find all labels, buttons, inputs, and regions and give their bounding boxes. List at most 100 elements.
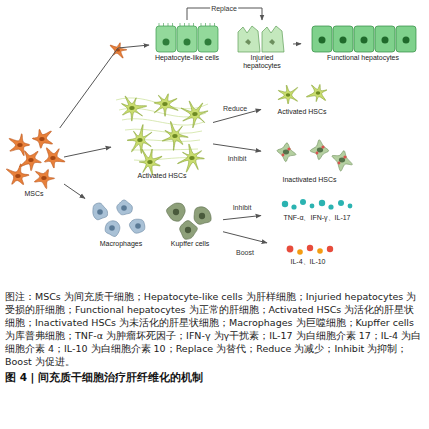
inactivated-hsc-body: [310, 140, 328, 160]
microvillus: [163, 23, 164, 26]
hepatocyte-like-cell: [156, 26, 176, 52]
cell-group: Inactivated HSCs: [261, 132, 358, 185]
cytokine-dot: [300, 199, 306, 205]
cell-label: Macrophages: [86, 240, 156, 248]
activated-hsc: [154, 94, 178, 117]
macrophage-body: [129, 219, 144, 233]
macrophage-nucleus: [109, 225, 115, 231]
kupffer-cell-body: [166, 203, 185, 221]
microvillus: [214, 23, 215, 26]
msc-cell-nucleus: [28, 158, 33, 162]
edge-label: Boost: [235, 249, 255, 256]
cell-label: Functional hepatocytes: [302, 54, 424, 62]
cytokine-dot: [317, 248, 323, 254]
macrophage-body: [117, 200, 133, 215]
macrophage-nucleus: [121, 205, 127, 211]
cytokine-dot: [307, 245, 313, 251]
microvillus: [201, 23, 202, 26]
cell-group: Activated HSCs: [111, 92, 213, 181]
edge-label: Inhibit: [232, 204, 253, 211]
msc-cell-nucleus: [50, 156, 55, 160]
broken-nucleus: [245, 39, 251, 45]
msc-cell-nucleus: [41, 176, 46, 180]
msc-cell: [19, 151, 41, 171]
cell-label: TNF-α、IFN-γ、IL-17: [262, 214, 372, 222]
activated-hsc-body: [139, 149, 162, 175]
macrophage-body: [105, 221, 120, 237]
msc-cell-body: [34, 169, 54, 188]
hepatocyte-like-cell: [177, 26, 197, 52]
activated-hsc-body: [154, 94, 178, 117]
lipid-droplet: [287, 147, 290, 150]
kupffer-cell: [180, 221, 198, 240]
msc-cell: [32, 129, 52, 148]
edge-label: Reduce: [222, 105, 248, 112]
arrow-connector: [223, 232, 267, 243]
kupffer-cell-nucleus: [185, 227, 191, 233]
cell-label: MSCs: [5, 190, 63, 198]
cell-group: Injuried hepatocytes: [231, 20, 293, 70]
microvillus: [210, 23, 211, 26]
msc-cell: [6, 164, 29, 185]
arrow-connector: [60, 45, 149, 128]
inactivated-hsc: [277, 143, 296, 162]
cytokine-dot: [319, 200, 325, 206]
cytokine-dot: [338, 200, 344, 206]
activated-hsc-nucleus: [162, 102, 167, 106]
activated-hsc-nucleus: [286, 93, 291, 97]
arrow-connector: [293, 43, 301, 44]
microvillus: [205, 23, 206, 26]
macrophage-body: [93, 203, 108, 220]
injured-hepatocyte: [238, 26, 260, 52]
microvillus: [184, 23, 185, 26]
functional-hepatocyte: [354, 26, 374, 52]
msc-cell: [44, 148, 65, 168]
functional-hepatocyte: [375, 26, 395, 52]
figure-caption: 图注：MSCs 为间充质干细胞；Hepatocyte-like cells 为肝…: [5, 290, 424, 368]
macrophage-nucleus: [97, 209, 103, 215]
inactivated-hsc-body: [277, 143, 296, 162]
cell-group: Activated HSCs: [261, 80, 343, 117]
cell-label: Hepatocyte-like cells: [150, 54, 224, 62]
activated-hsc-nucleus: [192, 112, 197, 116]
microvillus: [159, 23, 160, 26]
activated-hsc-body: [181, 101, 208, 128]
arrow-connector: [64, 184, 85, 198]
kupffer-cell-body: [194, 207, 211, 225]
activated-hsc: [162, 121, 188, 150]
lipid-droplet: [338, 162, 341, 165]
macrophage: [93, 203, 108, 220]
msc-cell-body: [19, 151, 41, 171]
msc-cell-nucleus: [17, 143, 22, 147]
activated-hsc: [139, 149, 162, 175]
cell-group: IL-4、IL-10: [267, 240, 349, 267]
msc-cell-nucleus: [39, 137, 44, 141]
macrophage: [117, 200, 133, 215]
cytokine-dot: [297, 249, 303, 255]
activated-hsc: [122, 96, 147, 121]
hepatocyte-like-cell: [198, 26, 218, 52]
activated-hsc: [306, 84, 327, 101]
text-flow: 图注：MSCs 为间充质干细胞；Hepatocyte-like cells 为肝…: [5, 290, 424, 385]
cytokine-dot: [327, 246, 333, 252]
cell-nucleus: [319, 37, 326, 44]
cell-nucleus: [403, 37, 410, 44]
msc-cell-body: [44, 148, 65, 168]
msc-cell-nucleus: [15, 174, 20, 178]
cytokine-dot: [348, 204, 353, 209]
msc-cell-body: [32, 129, 52, 148]
lipid-droplet: [316, 152, 319, 155]
activated-hsc: [278, 85, 298, 104]
msc-cell: [34, 169, 54, 188]
kupffer-cell: [166, 203, 185, 221]
kupffer-cell: [194, 207, 211, 225]
microvillus: [193, 23, 194, 26]
edge-label: Inhibit: [227, 155, 248, 162]
cell-group: Kupffer cells: [157, 198, 223, 249]
collagen-fibre: [125, 129, 202, 133]
arrow-connector: [223, 216, 261, 220]
macrophage: [105, 221, 120, 237]
arrow-connector: [213, 144, 261, 151]
cell-group: Functional hepatocytes: [301, 20, 425, 63]
